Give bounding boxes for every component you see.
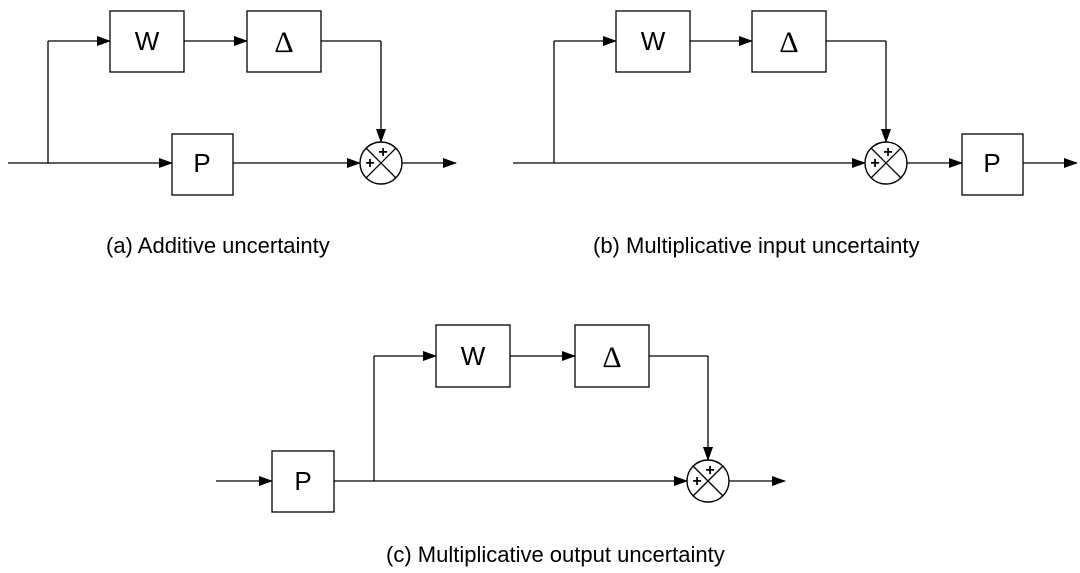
sum-sign-left-b: +	[870, 155, 879, 172]
p-block-b	[961, 133, 1024, 196]
sum-sign-top-b: +	[883, 144, 892, 161]
w-block-a	[109, 10, 185, 73]
p-label-a: P	[193, 148, 210, 178]
caption-b: (b) Multiplicative input uncertainty	[593, 233, 919, 258]
caption-a: (a) Additive uncertainty	[106, 233, 330, 258]
delta-label-c: Δ	[602, 341, 621, 374]
w-label-a: W	[135, 26, 160, 56]
w-label-c: W	[461, 341, 486, 371]
p-label-b: P	[983, 148, 1000, 178]
delta-label-b: Δ	[779, 26, 798, 59]
sum-sign-left-a: +	[365, 155, 374, 172]
sum-sign-top-c: +	[705, 462, 714, 479]
delta-block-a	[246, 10, 322, 73]
sum-sign-top-a: +	[378, 144, 387, 161]
p-block-a	[171, 133, 234, 196]
caption-c: (c) Multiplicative output uncertainty	[386, 542, 725, 567]
diagram-multiplicative-output: P W Δ + + (c) Multiplicative output unce…	[216, 324, 786, 567]
delta-label-a: Δ	[274, 26, 293, 59]
p-block-c	[271, 450, 335, 513]
diagram-additive: W Δ P + + (a) Additive uncertainty	[8, 10, 457, 258]
summing-junction-a: + +	[359, 141, 403, 185]
w-block-c	[435, 324, 511, 388]
w-label-b: W	[641, 26, 666, 56]
delta-block-c	[574, 324, 650, 388]
summing-junction-b: + +	[864, 141, 908, 185]
summing-junction-c: + +	[686, 459, 730, 503]
sum-sign-left-c: +	[692, 473, 701, 490]
p-label-c: P	[294, 466, 311, 496]
diagram-multiplicative-input: W Δ + + P (b) Multiplicative input uncer…	[513, 10, 1078, 258]
